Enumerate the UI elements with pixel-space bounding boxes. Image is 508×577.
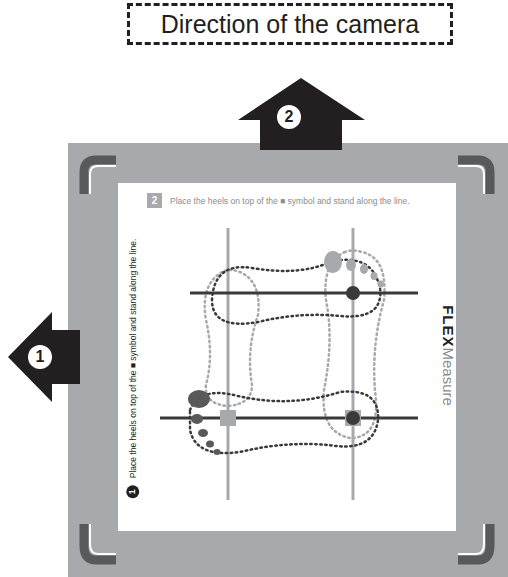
heel-square [345, 410, 361, 426]
node-shape [238, 78, 365, 150]
horizontal-footprints [190, 260, 380, 453]
direction-arrow: 2 [238, 78, 365, 150]
corner-highlights [90, 166, 484, 554]
horizontal-guides [160, 293, 418, 418]
arrow-shape [238, 78, 365, 150]
instruction-text: Place the heels on top of the ■ symbol a… [170, 196, 410, 206]
arrow-shape [8, 312, 80, 402]
step-number: 1 [126, 485, 139, 498]
mat-border [68, 143, 508, 577]
instruction-text: Place the heels on top of the ■ symbol a… [128, 238, 138, 478]
heel-dot [346, 411, 360, 425]
vertical-footprints [205, 251, 385, 439]
brand-name: FLEX [439, 305, 456, 347]
step-number: 2 [147, 193, 162, 208]
callout-number: 1 [28, 345, 52, 369]
instruction-row: 1 Place the heels on top of the ■ symbol … [126, 238, 139, 498]
heel-square [220, 410, 236, 426]
corner-brackets [84, 160, 490, 560]
toes-top [324, 251, 384, 288]
toes-bottom [188, 390, 221, 455]
heel-dot [346, 286, 360, 300]
mat-sheet [118, 183, 456, 531]
camera-direction-box: Direction of the camera [127, 3, 453, 45]
brand-logo: FLEXMeasure [439, 305, 456, 406]
direction-arrow: 1 [8, 312, 80, 402]
vertical-guides [228, 228, 353, 500]
instruction-row: 2 Place the heels on top of the ■ symbol … [147, 193, 410, 208]
camera-direction-label: Direction of the camera [161, 10, 419, 39]
brand-name: Measure [439, 347, 456, 405]
callout-number: 2 [277, 105, 301, 129]
